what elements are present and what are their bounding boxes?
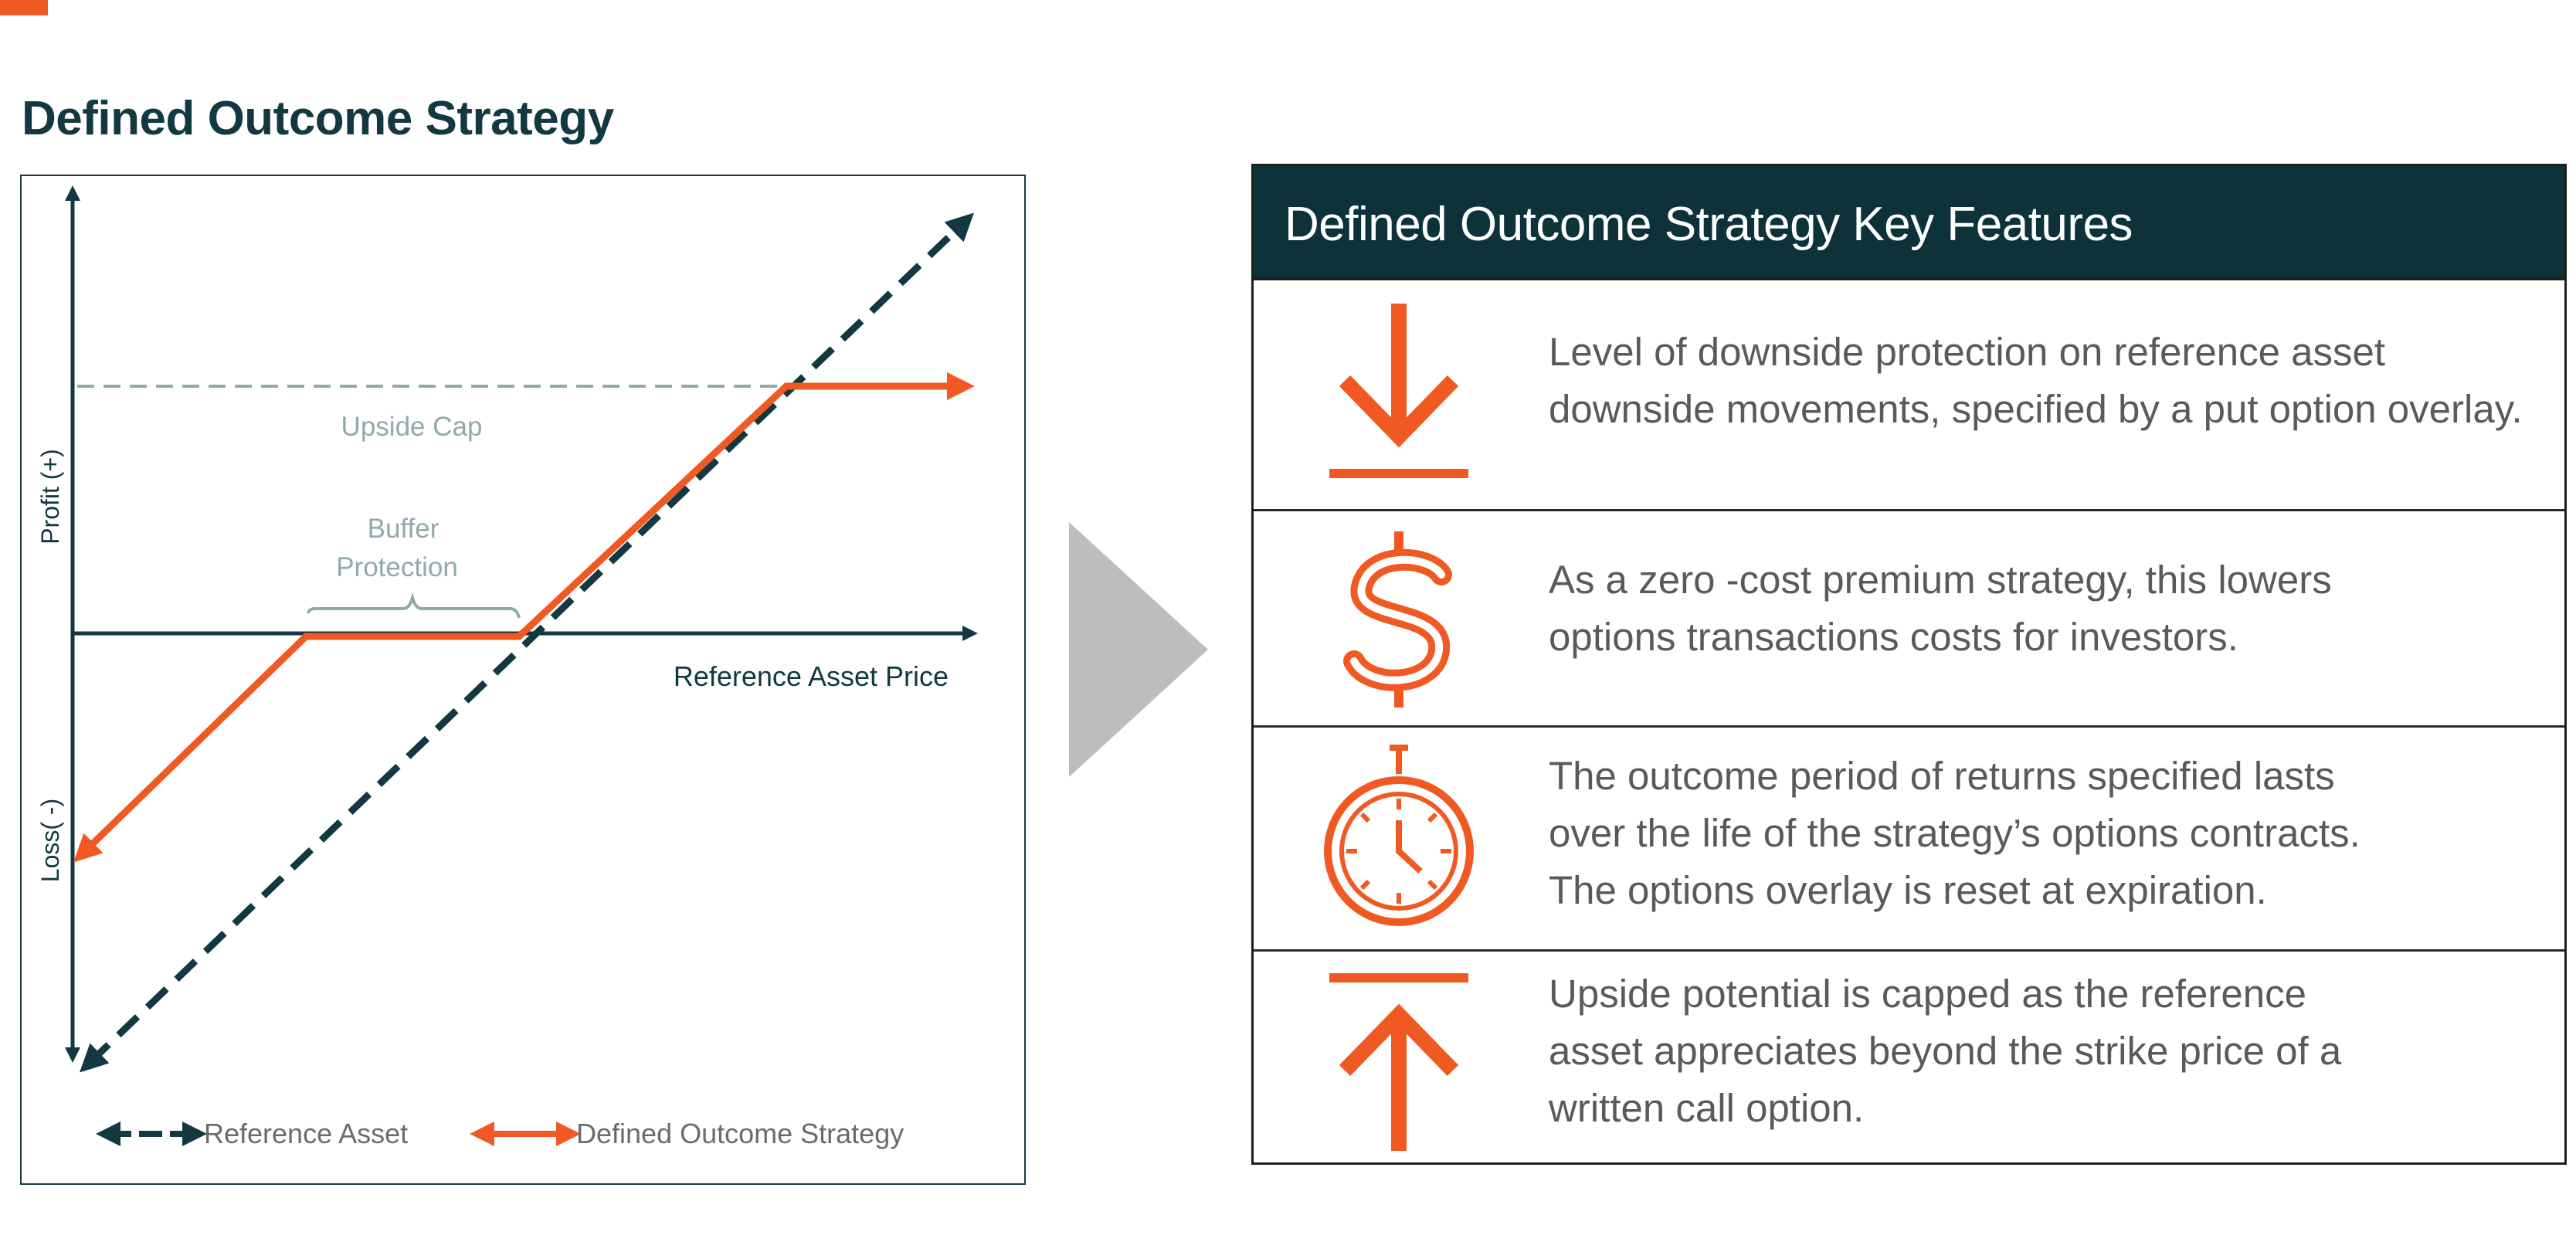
y-axis-positive-label: Profit (+) [36, 449, 64, 545]
feature-row-downside-protection: Level of downside protection on referenc… [1254, 280, 2564, 509]
payoff-diagram-panel: Upside Cap Buffer Protection Reference A… [20, 175, 1026, 1185]
key-features-title: Defined Outcome Strategy Key Features [1285, 198, 2133, 251]
defined-outcome-line [73, 372, 975, 863]
downside-protection-icon [1329, 304, 1468, 478]
dollar-sign-icon [1343, 531, 1452, 708]
feature-text-downside-protection: Level of downside protection on referenc… [1549, 330, 2523, 431]
page-title: Defined Outcome Strategy [22, 92, 614, 145]
feature-text-zero-cost: As a zero -cost premium strategy, this l… [1549, 558, 2332, 659]
key-features-header: Defined Outcome Strategy Key Features [1254, 166, 2564, 280]
x-axis-label: Reference Asset Price [674, 660, 949, 692]
buffer-label-line2: Protection [336, 552, 458, 582]
y-axis-negative-label: Loss( -) [36, 799, 64, 882]
feature-row-outcome-period: The outcome period of returns specified … [1254, 725, 2564, 949]
buffer-bracket [307, 592, 521, 619]
legend-defined-outcome: Defined Outcome Strategy [576, 1118, 904, 1149]
legend-reference-asset: Reference Asset [204, 1118, 408, 1149]
upside-cap-icon [1329, 973, 1468, 1151]
stopwatch-icon [1324, 745, 1474, 926]
key-features-panel: Defined Outcome Strategy Key Features Le… [1251, 164, 2567, 1165]
accent-bar [0, 0, 48, 15]
feature-text-outcome-period: The outcome period of returns specified … [1549, 754, 2360, 912]
upside-cap-label: Upside Cap [341, 412, 483, 442]
feature-text-upside-cap: Upside potential is capped as the refere… [1549, 972, 2342, 1130]
payoff-diagram: Upside Cap Buffer Protection Reference A… [36, 185, 978, 1149]
chevron-right-icon [1069, 522, 1208, 777]
feature-row-zero-cost: As a zero -cost premium strategy, this l… [1254, 509, 2564, 725]
buffer-label-line1: Buffer [368, 514, 440, 544]
feature-row-upside-cap: Upside potential is capped as the refere… [1254, 949, 2564, 1162]
reference-asset-line [80, 212, 974, 1073]
